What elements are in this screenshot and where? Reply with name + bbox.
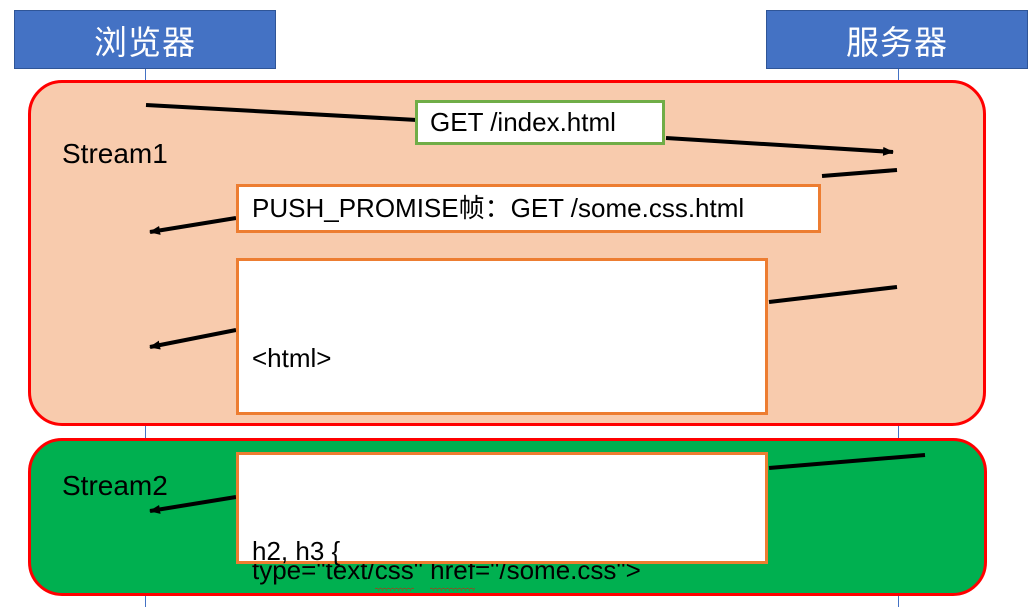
message-box-css-body: h2, h3 { border-bottom: 1px dashed #B9B9… xyxy=(236,452,768,566)
actor-box-browser: 浏览器 xyxy=(14,10,276,69)
message-box-get-index: GET /index.html xyxy=(415,100,665,145)
stream-label-stream1: Stream1 xyxy=(62,138,168,169)
actor-label-server: 服务器 xyxy=(846,23,948,61)
message-box-html-body: <html> <LINK REL="stylesheet" type="text… xyxy=(236,258,768,592)
message-box-push-promise: PUSH_PROMISE帧：GET /some.css.html xyxy=(236,184,821,233)
message-text-push-promise: PUSH_PROMISE帧：GET /some.css.html xyxy=(252,192,745,223)
actor-label-browser: 浏览器 xyxy=(94,23,196,61)
html-body-line-1: <html> xyxy=(252,342,332,373)
message-text-get-index: GET /index.html xyxy=(430,106,616,137)
css-body-line-1: h2, h3 { xyxy=(252,535,341,566)
html-body-line-3-part-c: " xyxy=(413,554,431,585)
stream-label-stream2: Stream2 xyxy=(62,470,168,501)
actor-box-server: 服务器 xyxy=(766,10,1028,69)
